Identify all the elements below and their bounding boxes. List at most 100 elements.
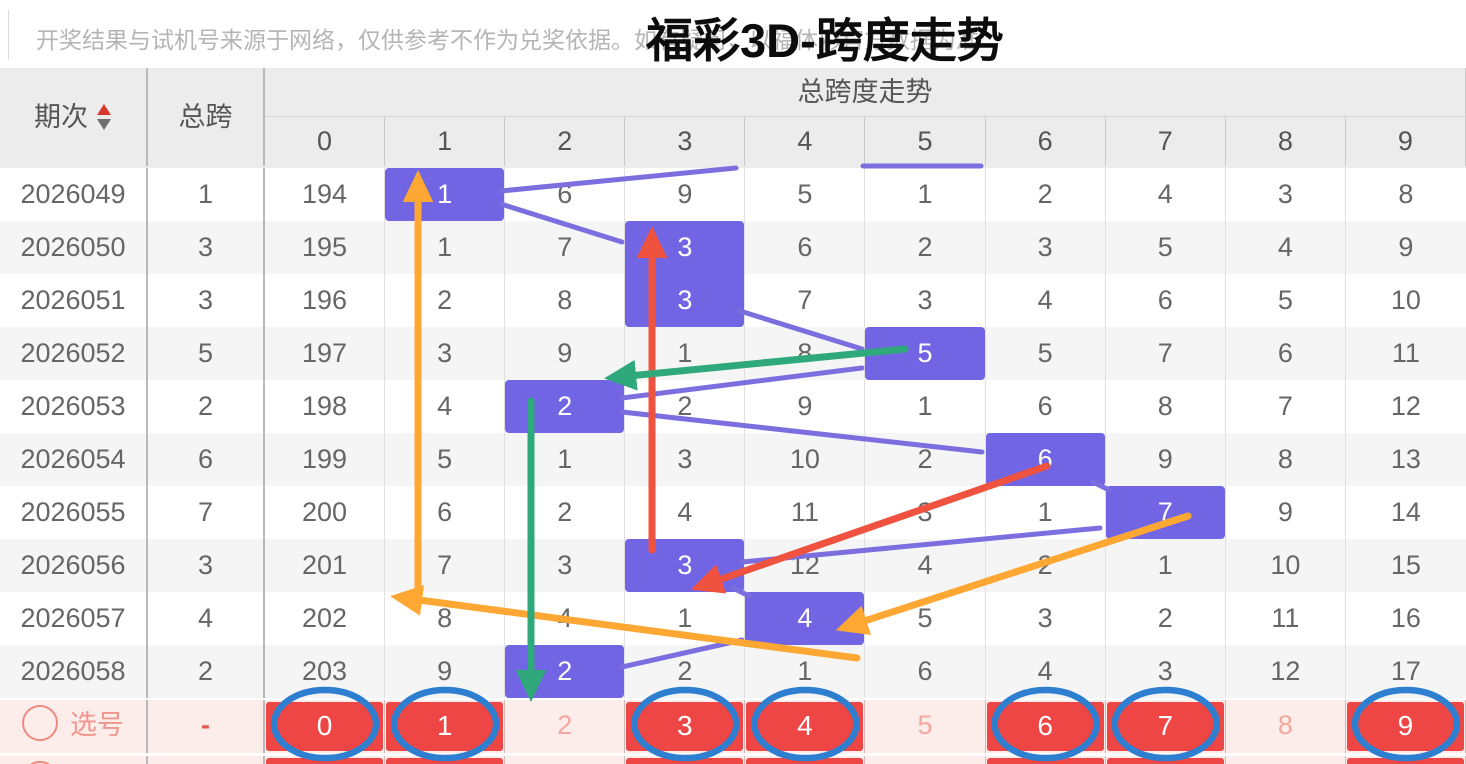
pick-number-0[interactable]: 0 <box>265 756 386 764</box>
miss-count-cell: 7 <box>1106 327 1226 380</box>
miss-count-cell: 2 <box>505 486 626 539</box>
miss-count-cell: 5 <box>745 168 866 221</box>
pick-number-9[interactable]: 9 <box>1346 700 1466 753</box>
pick-number-0[interactable]: 0 <box>265 700 386 753</box>
period-cell: 2026050 <box>0 221 148 274</box>
pick-number-8[interactable]: 8 <box>1226 700 1346 753</box>
miss-count-cell: 8 <box>505 274 626 327</box>
period-cell: 2026051 <box>0 274 148 327</box>
miss-count-cell: 195 <box>265 221 386 274</box>
column-header-period[interactable]: 期次 <box>0 68 148 166</box>
pick-pill[interactable]: 6 <box>986 758 1104 764</box>
pick-number-7[interactable]: 7 <box>1106 700 1226 753</box>
miss-count-cell: 12 <box>1390 391 1421 421</box>
highlighted-span-cell: 3 <box>625 539 746 592</box>
miss-count-cell: 2 <box>1106 592 1226 645</box>
miss-count-cell: 3 <box>986 592 1106 645</box>
selection-label[interactable]: 选号 <box>0 756 148 764</box>
miss-count-cell: 7 <box>1226 380 1346 433</box>
pick-number-4[interactable]: 4 <box>745 700 866 753</box>
pick-number-4[interactable]: 4 <box>745 756 866 764</box>
sort-icon[interactable] <box>96 104 112 130</box>
miss-count-cell: 4 <box>505 592 626 645</box>
highlighted-span-cell: 2 <box>505 645 626 698</box>
miss-count-cell: 194 <box>265 168 386 221</box>
pick-number-2[interactable]: 2 <box>505 756 626 764</box>
pick-pill[interactable]: 0 <box>266 758 384 764</box>
miss-count-cell: 1 <box>385 221 506 274</box>
miss-count-cell: 10 <box>1390 285 1421 315</box>
miss-count-cell: 5 <box>385 433 506 486</box>
pick-pill[interactable]: 4 <box>746 758 864 764</box>
miss-count-cell: 9 <box>1398 232 1414 262</box>
pick-number-8[interactable]: 8 <box>1226 756 1346 764</box>
pick-number-1[interactable]: 1 <box>385 756 506 764</box>
miss-count-cell: 9 <box>505 327 626 380</box>
pick-pill[interactable]: 7 <box>1106 702 1224 751</box>
miss-count-cell: 2 <box>865 221 986 274</box>
miss-count-cell: 7 <box>505 221 626 274</box>
miss-count-cell: 199 <box>265 433 386 486</box>
pick-number-1[interactable]: 1 <box>385 700 506 753</box>
period-cell: 2026049 <box>0 168 148 221</box>
miss-count-cell: 196 <box>265 274 386 327</box>
miss-count-cell: 197 <box>265 327 386 380</box>
pick-number-6[interactable]: 6 <box>986 700 1106 753</box>
radio-circle-icon[interactable] <box>22 705 58 741</box>
pick-number-6[interactable]: 6 <box>986 756 1106 764</box>
period-cell: 2026055 <box>0 486 148 539</box>
miss-count-cell: 2 <box>986 168 1106 221</box>
miss-count-cell: 10 <box>745 433 866 486</box>
miss-count-cell: 4 <box>1226 221 1346 274</box>
miss-count-cell: 1 <box>625 592 746 645</box>
column-header-9: 9 <box>1346 117 1466 166</box>
pick-number-5[interactable]: 5 <box>865 756 986 764</box>
miss-count-cell: 4 <box>385 380 506 433</box>
miss-count-cell: 2 <box>625 645 746 698</box>
miss-count-cell: 9 <box>1106 433 1226 486</box>
pick-pill[interactable]: 1 <box>386 758 504 764</box>
miss-count-cell: 2 <box>385 274 506 327</box>
miss-count-cell: 1 <box>1106 539 1226 592</box>
pick-number-5[interactable]: 5 <box>865 700 986 753</box>
pick-number-7[interactable]: 7 <box>1106 756 1226 764</box>
column-header-1: 1 <box>385 117 506 166</box>
miss-count-cell: 203 <box>265 645 386 698</box>
pick-pill[interactable]: 7 <box>1106 758 1224 764</box>
miss-count-cell: 8 <box>1106 380 1226 433</box>
miss-count-cell: 11 <box>1226 592 1346 645</box>
pick-pill[interactable]: 3 <box>626 758 744 764</box>
miss-count-cell: 6 <box>745 221 866 274</box>
span-value-cell: 1 <box>148 168 265 221</box>
span-value-cell: 2 <box>148 645 265 698</box>
highlighted-span-cell: 1 <box>385 168 506 221</box>
miss-count-cell: 3 <box>1106 645 1226 698</box>
pick-pill[interactable]: 0 <box>266 702 384 751</box>
pick-pill[interactable]: 6 <box>986 702 1104 751</box>
pick-number-3[interactable]: 3 <box>625 700 746 753</box>
miss-count-cell: 1 <box>625 327 746 380</box>
pick-pill[interactable]: 9 <box>1346 702 1464 751</box>
miss-count-cell: 5 <box>1226 274 1346 327</box>
miss-count-cell: 1 <box>505 433 626 486</box>
pick-pill[interactable]: 9 <box>1346 758 1464 764</box>
miss-count-cell: 1 <box>865 168 986 221</box>
period-cell: 2026056 <box>0 539 148 592</box>
miss-count-cell: 13 <box>1390 444 1421 474</box>
pick-number-2[interactable]: 2 <box>505 700 626 753</box>
miss-count-cell: 201 <box>265 539 386 592</box>
pick-pill[interactable]: 4 <box>746 702 864 751</box>
pick-number-9[interactable]: 9 <box>1346 756 1466 764</box>
pick-pill[interactable]: 3 <box>626 702 744 751</box>
highlighted-span-cell: 4 <box>745 592 866 645</box>
highlighted-span-cell: 7 <box>1105 486 1226 539</box>
span-value-cell: 3 <box>148 221 265 274</box>
miss-count-cell: 3 <box>986 221 1106 274</box>
column-header-6: 6 <box>986 117 1106 166</box>
pick-number-3[interactable]: 3 <box>625 756 746 764</box>
pick-pill[interactable]: 1 <box>386 702 504 751</box>
selection-label[interactable]: 选号 <box>0 700 148 753</box>
